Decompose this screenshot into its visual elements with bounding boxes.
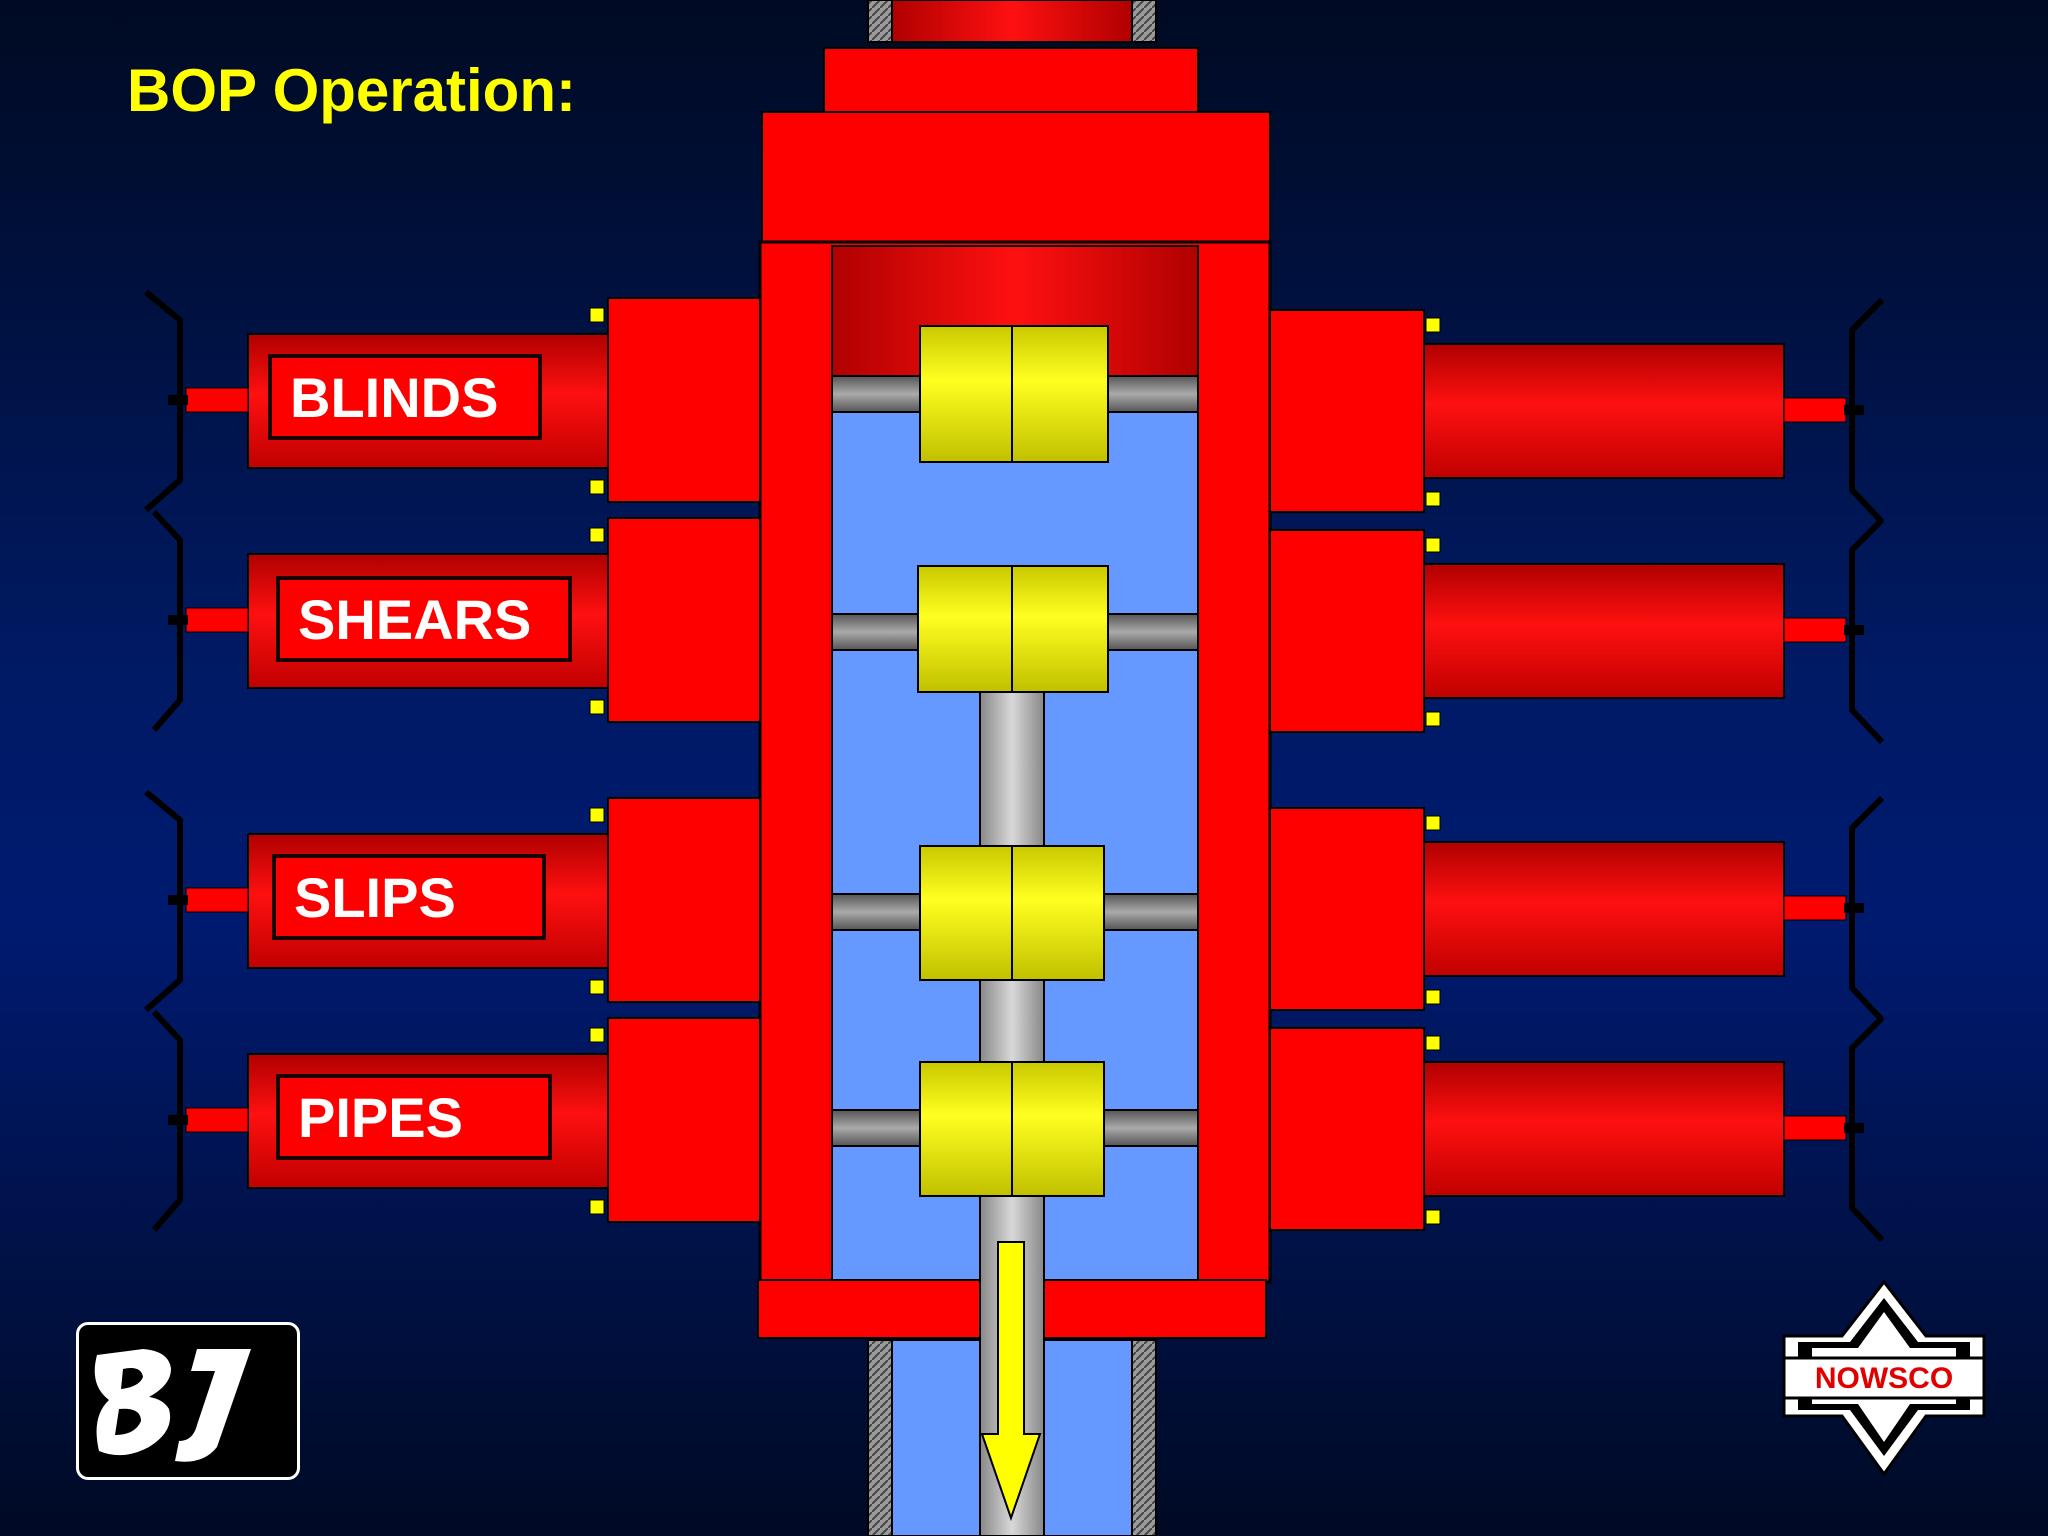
right-bracket-pin [1844,1123,1864,1133]
ram-pipes [831,1061,1199,1197]
ram-shears [831,565,1199,693]
left-bracket-pin [168,395,188,405]
right-actuator-blinds [1269,297,1885,525]
left-port-bottom [589,979,605,995]
right-piston-rod [1783,617,1847,643]
left-bonnet [607,517,761,723]
left-port-bottom [589,699,605,715]
right-cylinder [1423,841,1785,977]
left-piston-rod [185,1107,249,1133]
page-title: BOP Operation: [127,57,576,124]
left-port-top [589,527,605,543]
left-piston-rod [185,887,249,913]
ram-slips [831,845,1199,981]
ram-label-shears: SHEARS [276,576,572,662]
ram-blinds [831,325,1199,463]
left-port-bottom [589,1199,605,1215]
ram-label-slips: SLIPS [272,854,546,940]
right-port-bottom [1425,989,1441,1005]
right-port-top [1425,1035,1441,1051]
right-port-top [1425,317,1441,333]
right-port-top [1425,537,1441,553]
right-cylinder [1423,343,1785,479]
right-port-bottom [1425,491,1441,507]
bj-logo-mark-icon [94,1349,251,1462]
left-port-top [589,307,605,323]
bj-logo [76,1322,300,1480]
right-actuator-shears [1269,517,1885,745]
right-bonnet [1269,807,1425,1011]
left-piston-rod [185,387,249,413]
left-bracket-pin [168,1115,188,1125]
left-bonnet [607,797,761,1003]
right-bonnet [1269,529,1425,733]
right-actuator-slips [1269,795,1885,1023]
right-bonnet [1269,309,1425,513]
left-port-bottom [589,479,605,495]
right-port-bottom [1425,711,1441,727]
right-cylinder [1423,563,1785,699]
left-port-top [589,807,605,823]
right-actuators [1269,297,1885,1243]
nowsco-star-icon: NOWSCO [1782,1279,1986,1477]
left-bracket-pin [168,895,188,905]
upper-body [761,111,1271,243]
right-port-top [1425,815,1441,831]
left-piston-rod [185,607,249,633]
ram-label-blinds: BLINDS [268,354,542,440]
left-bracket-pin [168,615,188,625]
right-bonnet [1269,1027,1425,1231]
right-bracket-pin [1844,625,1864,635]
nowsco-logo-text: NOWSCO [1815,1362,1953,1395]
flow-arrow-icon [980,1241,1042,1522]
top-flange [823,47,1199,113]
left-port-top [589,1027,605,1043]
right-piston-rod [1783,397,1847,423]
nowsco-logo: NOWSCO [1780,1278,1988,1478]
right-piston-rod [1783,895,1847,921]
left-bonnet [607,1017,761,1223]
right-cylinder [1423,1061,1785,1197]
right-port-bottom [1425,1209,1441,1225]
left-bonnet [607,297,761,503]
right-actuator-pipes [1269,1015,1885,1243]
right-bracket-pin [1844,405,1864,415]
top-riser [867,0,1157,43]
ram-label-pipes: PIPES [276,1074,552,1160]
right-bracket-pin [1844,903,1864,913]
right-piston-rod [1783,1115,1847,1141]
